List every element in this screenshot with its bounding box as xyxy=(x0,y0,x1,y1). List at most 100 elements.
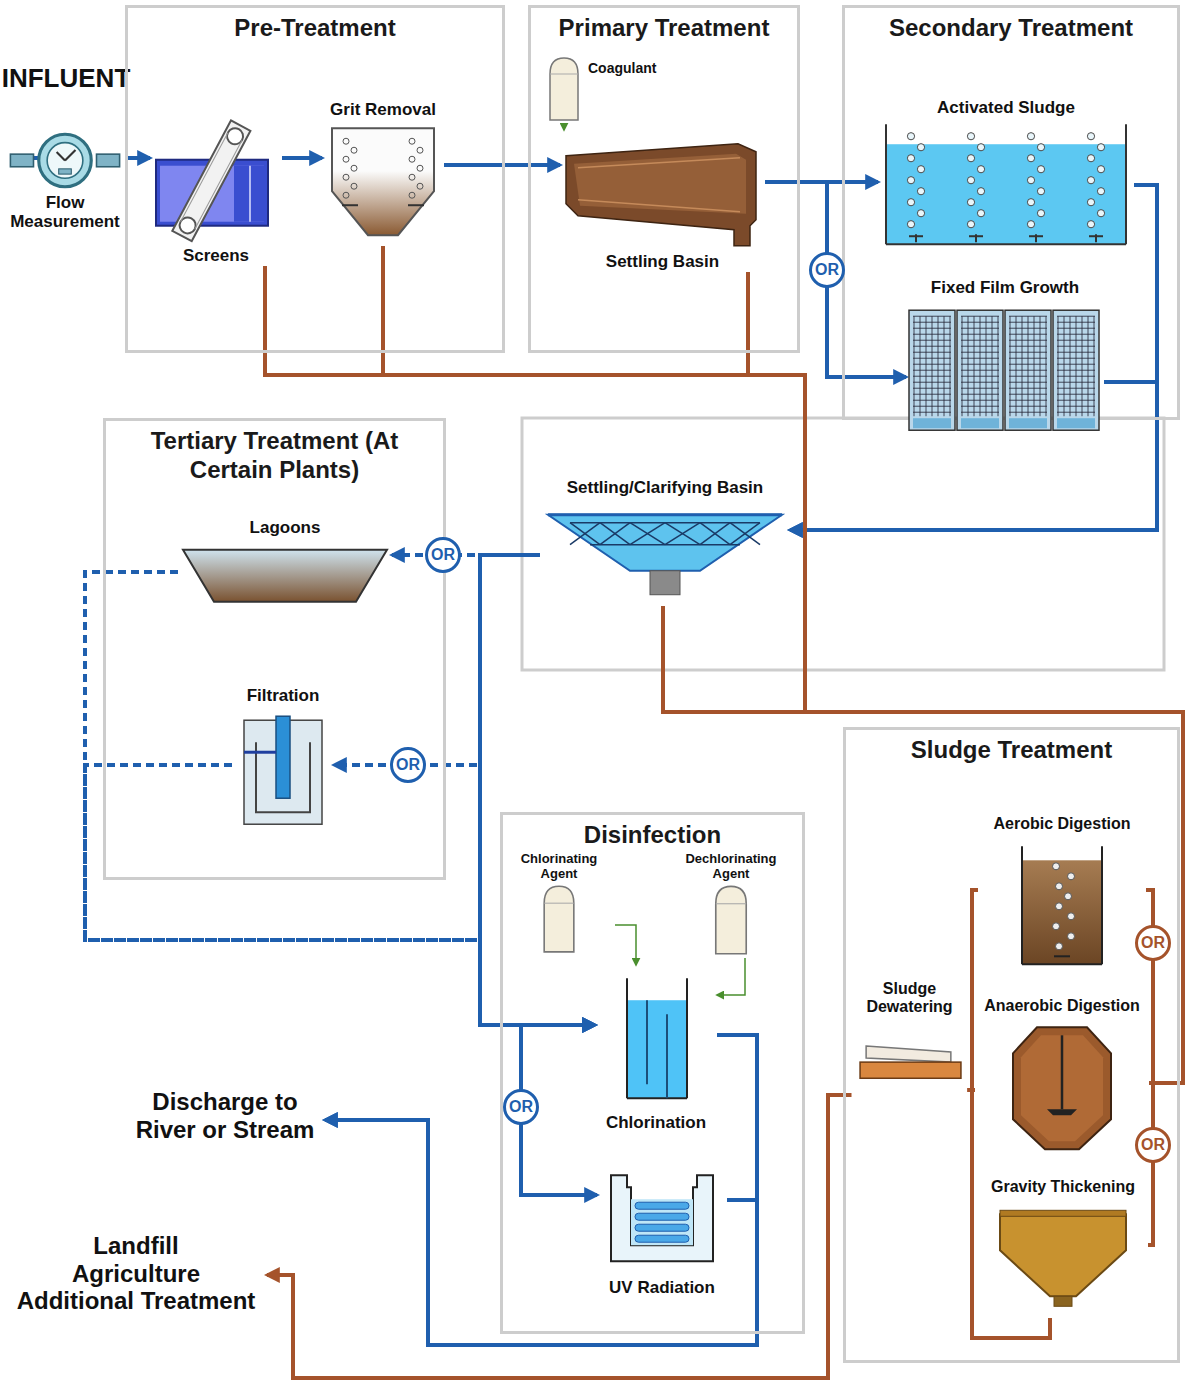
unit-label: Filtration xyxy=(247,686,320,706)
stroke-line xyxy=(961,327,999,328)
process-unit: Gravity Thickening xyxy=(978,1178,1148,1318)
stroke-line xyxy=(1125,124,1127,244)
bubble xyxy=(343,174,349,180)
shape-part xyxy=(1000,1215,1126,1297)
stage-title: Sludge Treatment xyxy=(846,736,1177,765)
stroke-line xyxy=(195,140,242,229)
stroke-line xyxy=(57,152,65,160)
stroke-line xyxy=(1009,327,1047,328)
unit-label: Additional Treatment xyxy=(17,1287,256,1315)
stroke-line xyxy=(961,369,999,370)
stroke-line xyxy=(1022,316,1023,416)
bubble xyxy=(907,132,914,139)
shape-part xyxy=(10,154,33,167)
stroke-line xyxy=(548,513,782,516)
bubble xyxy=(47,143,83,179)
unit-illustration xyxy=(595,965,717,1113)
bubble xyxy=(1068,913,1075,920)
shape-part xyxy=(957,310,1003,430)
stroke-line xyxy=(65,150,76,161)
stroke-line xyxy=(913,411,951,412)
stroke-line xyxy=(1057,363,1095,364)
stroke-line xyxy=(1057,375,1095,376)
sludge-line xyxy=(265,266,1183,1083)
shape-part xyxy=(1000,1211,1126,1217)
bubble xyxy=(1037,187,1044,194)
bubble xyxy=(1087,198,1094,205)
stroke-line xyxy=(961,411,999,412)
bubble xyxy=(177,215,199,237)
stroke-line xyxy=(1057,393,1095,394)
bubble xyxy=(343,192,349,198)
bubble xyxy=(1097,143,1104,150)
shape-part xyxy=(627,1000,687,1098)
stroke-line xyxy=(1057,369,1095,370)
stroke-line xyxy=(938,316,939,416)
unit-label: Sludge Dewatering xyxy=(856,980,964,1017)
stroke-line xyxy=(1101,847,1103,965)
stroke-line xyxy=(926,316,927,416)
stroke-line xyxy=(600,522,630,544)
bubble xyxy=(417,183,423,189)
unit-illustration xyxy=(978,833,1146,977)
shape-part xyxy=(1053,310,1099,430)
bubble xyxy=(1027,132,1034,139)
bubble xyxy=(1097,209,1104,216)
stroke-line xyxy=(1089,235,1103,237)
stroke-line xyxy=(1009,363,1047,364)
bubble xyxy=(409,138,415,144)
process-unit: Sludge Dewatering xyxy=(852,980,968,1105)
stroke-line xyxy=(1009,345,1047,346)
bubble xyxy=(917,209,924,216)
stroke-line xyxy=(1070,316,1071,416)
bubble xyxy=(967,176,974,183)
water-flow xyxy=(325,1120,757,1345)
stroke-line xyxy=(1057,339,1095,340)
bubble xyxy=(1056,903,1063,910)
unit-illustration xyxy=(232,706,334,838)
stroke-line xyxy=(1034,316,1035,416)
bubble xyxy=(1037,209,1044,216)
bubble xyxy=(1065,893,1072,900)
stroke-line xyxy=(1057,327,1095,328)
stroke-line xyxy=(944,316,945,416)
uv-lamp xyxy=(635,1235,689,1242)
shape-part xyxy=(97,154,120,167)
stroke-line xyxy=(961,375,999,376)
bubble xyxy=(409,156,415,162)
or-junction: OR xyxy=(503,1089,539,1125)
sludge-line xyxy=(968,890,979,1090)
stroke-line xyxy=(730,522,760,544)
stroke-line xyxy=(1009,411,1047,412)
bubble xyxy=(1037,165,1044,172)
shape-part xyxy=(961,418,999,428)
water-flow xyxy=(128,156,150,160)
stroke-line xyxy=(1022,964,1102,966)
stroke-line xyxy=(950,316,951,416)
process-unit: Settling/Clarifying Basin xyxy=(540,478,790,606)
bubble xyxy=(977,165,984,172)
stroke-line xyxy=(1057,333,1095,334)
stroke-line xyxy=(666,1014,668,1098)
stroke-line xyxy=(1061,1036,1064,1110)
bubble xyxy=(1037,143,1044,150)
bubble xyxy=(409,192,415,198)
bubble xyxy=(967,154,974,161)
stroke-line xyxy=(1057,381,1095,382)
stroke-line xyxy=(913,405,951,406)
process-unit: Dechlorinating Agent xyxy=(672,852,790,958)
stroke-line xyxy=(1076,316,1077,416)
stroke-line xyxy=(913,375,951,376)
unit-label: Anaerobic Digestion xyxy=(984,997,1140,1015)
bubble xyxy=(1097,165,1104,172)
process-unit: Fixed Film Growth xyxy=(906,278,1104,440)
stroke-line xyxy=(1057,321,1095,322)
bubble xyxy=(1056,943,1063,950)
bubble xyxy=(1053,923,1060,930)
shape-part xyxy=(59,169,72,174)
stroke-line xyxy=(1009,405,1047,406)
bubble xyxy=(917,187,924,194)
screen-band xyxy=(172,120,250,241)
stroke-line xyxy=(968,316,969,416)
stage-panel: Primary TreatmentCoagulantSettling Basin xyxy=(528,5,800,353)
